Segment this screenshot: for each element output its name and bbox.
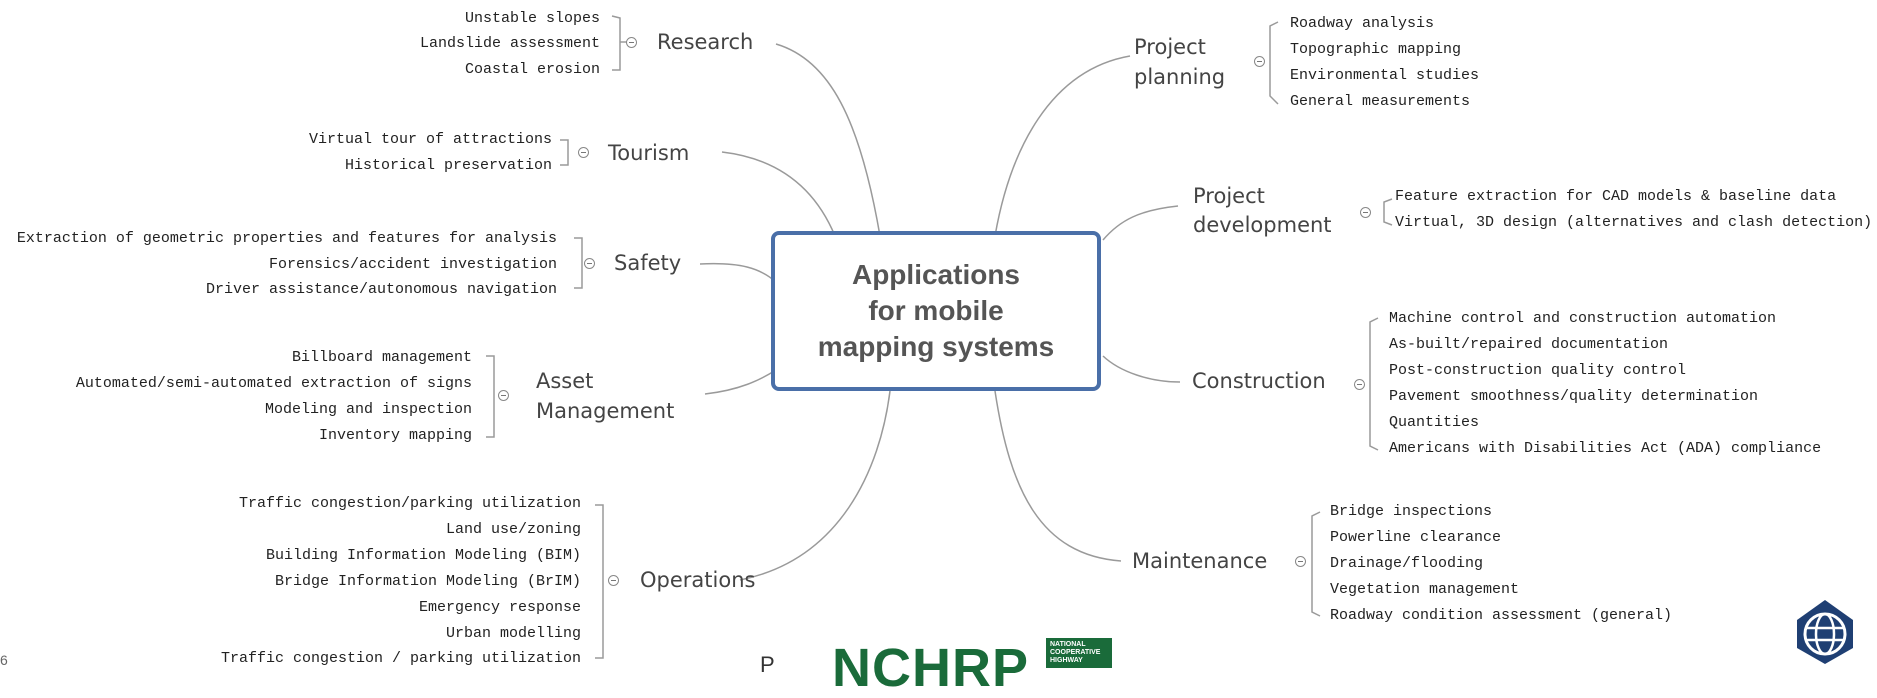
page-fragment-left: 6	[0, 652, 8, 668]
leaf-post-construction-qc[interactable]: Post-construction quality control	[1389, 362, 1687, 379]
leaf-pavement-smoothness[interactable]: Pavement smoothness/quality determinatio…	[1389, 388, 1759, 405]
leaf-traffic-congestion-2[interactable]: Traffic congestion / parking utilization	[220, 650, 581, 667]
leaf-sign-extraction[interactable]: Automated/semi-automated extraction of s…	[75, 375, 472, 392]
topic-construction[interactable]: Construction	[1192, 369, 1326, 393]
topic-planning-line-2[interactable]: planning	[1134, 65, 1226, 89]
collapse-circle-icon[interactable]	[578, 147, 589, 158]
collapse-circle-icon[interactable]	[498, 390, 509, 401]
nchrp-badge: NATIONAL COOPERATIVE HIGHWAY	[1046, 638, 1112, 668]
collapse-circle-icon[interactable]	[1354, 379, 1365, 390]
leaf-drainage-flooding[interactable]: Drainage/flooding	[1330, 555, 1484, 572]
leaf-bridge-inspections[interactable]: Bridge inspections	[1330, 503, 1493, 520]
collapse-circle-icon[interactable]	[1295, 556, 1306, 567]
topic-safety[interactable]: Safety	[614, 251, 682, 275]
leaf-historical-preservation[interactable]: Historical preservation	[344, 157, 552, 174]
leaf-feature-extraction-cad[interactable]: Feature extraction for CAD models & base…	[1395, 188, 1837, 205]
leaf-driver-assistance[interactable]: Driver assistance/autonomous navigation	[205, 281, 557, 298]
central-line-2: for mobile	[868, 295, 1004, 326]
central-line-3: mapping systems	[817, 331, 1055, 362]
leaf-roadway-analysis[interactable]: Roadway analysis	[1290, 15, 1435, 32]
leaf-geometric-extraction[interactable]: Extraction of geometric properties and f…	[16, 230, 557, 247]
leaf-roadway-condition[interactable]: Roadway condition assessment (general)	[1330, 607, 1673, 624]
topic-tourism[interactable]: Tourism	[608, 141, 690, 165]
topic-development-line-1[interactable]: Project	[1193, 184, 1265, 208]
leaf-powerline-clearance[interactable]: Powerline clearance	[1330, 529, 1502, 546]
leaf-land-use[interactable]: Land use/zoning	[445, 521, 581, 538]
leaf-inventory-mapping[interactable]: Inventory mapping	[318, 427, 472, 444]
leaf-modeling-inspection[interactable]: Modeling and inspection	[264, 401, 472, 418]
leaf-topographic-mapping[interactable]: Topographic mapping	[1290, 41, 1462, 58]
leaf-quantities[interactable]: Quantities	[1389, 414, 1480, 431]
collapse-circle-icon[interactable]	[1360, 207, 1371, 218]
connector-lines	[486, 15, 1393, 659]
leaf-brim[interactable]: Bridge Information Modeling (BrIM)	[274, 573, 581, 590]
leaf-emergency-response[interactable]: Emergency response	[418, 599, 581, 616]
topic-maintenance[interactable]: Maintenance	[1132, 549, 1268, 573]
collapse-circle-icon[interactable]	[584, 258, 595, 269]
central-topic[interactable]: Applications for mobile mapping systems	[771, 231, 1101, 391]
topic-planning-line-1[interactable]: Project	[1134, 35, 1206, 59]
collapse-circle-icon[interactable]	[626, 37, 637, 48]
central-line-1: Applications	[851, 259, 1020, 290]
mind-map: Applications for mobile mapping systems …	[0, 10, 1873, 696]
leaf-coastal-erosion[interactable]: Coastal erosion	[464, 61, 600, 78]
leaf-traffic-congestion[interactable]: Traffic congestion/parking utilization	[238, 495, 581, 512]
leaf-environmental-studies[interactable]: Environmental studies	[1290, 67, 1480, 84]
topic-research[interactable]: Research	[657, 30, 754, 54]
leaf-unstable-slopes[interactable]: Unstable slopes	[464, 10, 600, 27]
leaf-machine-control[interactable]: Machine control and construction automat…	[1389, 310, 1777, 327]
collapse-circle-icon[interactable]	[608, 575, 619, 586]
leaf-virtual-3d-design[interactable]: Virtual, 3D design (alternatives and cla…	[1395, 214, 1873, 231]
leaf-landslide-assessment[interactable]: Landslide assessment	[419, 35, 600, 52]
leaf-billboard[interactable]: Billboard management	[291, 349, 472, 366]
leaf-vegetation-management[interactable]: Vegetation management	[1330, 581, 1520, 598]
collapse-circle-icon[interactable]	[1254, 56, 1265, 67]
leaf-bim[interactable]: Building Information Modeling (BIM)	[265, 547, 581, 564]
globe-logo-icon	[1797, 600, 1853, 664]
topic-operations[interactable]: Operations	[640, 568, 756, 592]
topic-asset-line-2[interactable]: Management	[536, 399, 675, 423]
leaf-ada-compliance[interactable]: Americans with Disabilities Act (ADA) co…	[1389, 440, 1822, 457]
leaf-urban-modelling[interactable]: Urban modelling	[445, 625, 581, 642]
topic-asset-line-1[interactable]: Asset	[536, 369, 594, 393]
leaf-general-measurements[interactable]: General measurements	[1290, 93, 1471, 110]
nchrp-logo-text: NCHRP	[832, 638, 1030, 698]
leaf-as-built[interactable]: As-built/repaired documentation	[1389, 336, 1669, 353]
leaf-forensics[interactable]: Forensics/accident investigation	[268, 256, 557, 273]
topic-development-line-2[interactable]: development	[1193, 213, 1332, 237]
leaf-virtual-tour[interactable]: Virtual tour of attractions	[308, 131, 552, 148]
page-fragment-p: P	[760, 652, 775, 677]
